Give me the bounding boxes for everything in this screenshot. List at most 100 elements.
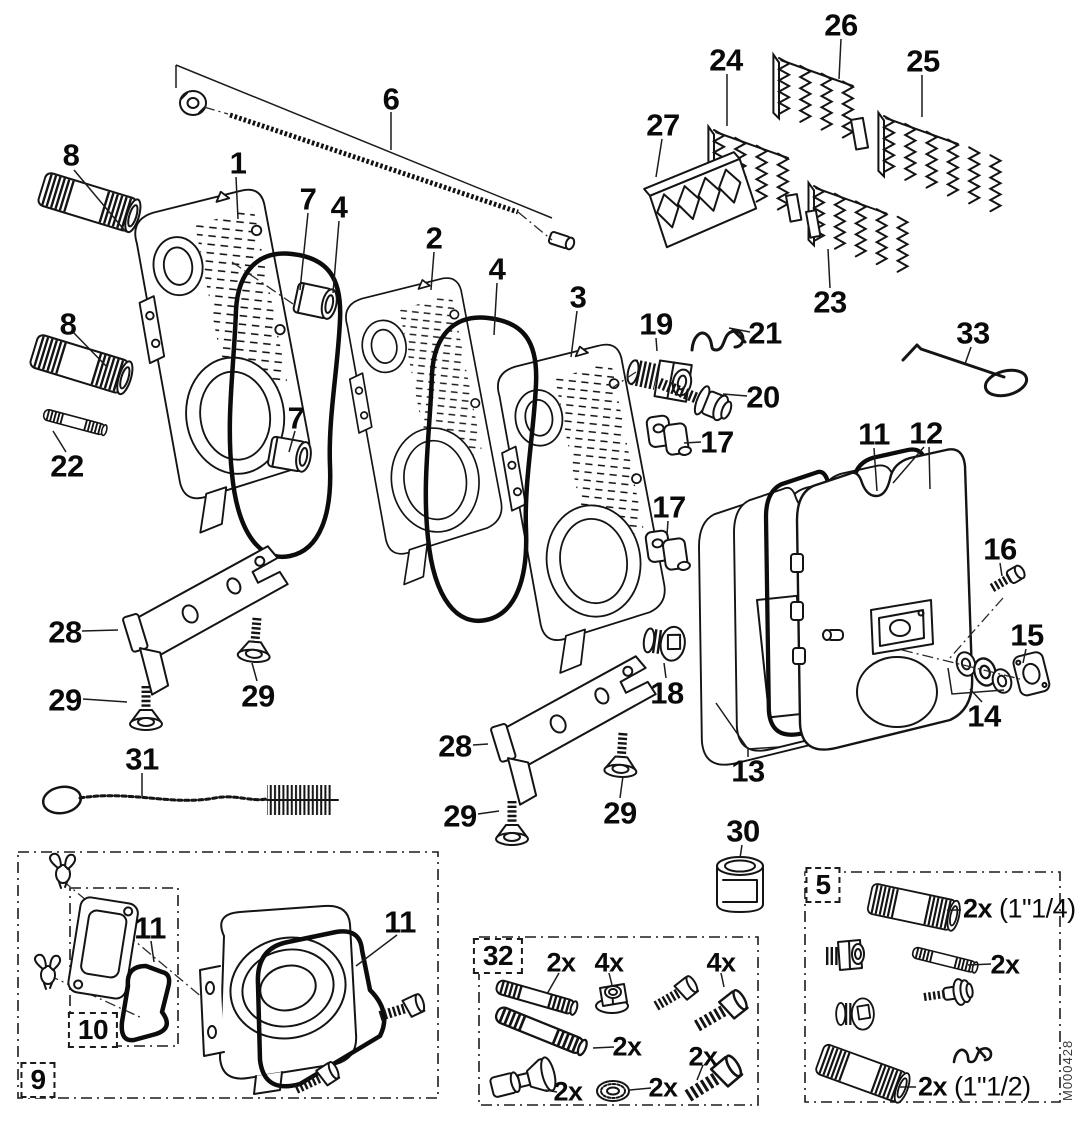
callout-qty-qty-stud-short: 2x <box>546 949 576 977</box>
callout-part-28-right: 28 <box>438 731 472 762</box>
callout-label: 24 <box>709 42 743 78</box>
callout-qty-qty-hex-bolt-4x: 4x <box>706 949 736 977</box>
callout-label: 29 <box>603 795 637 831</box>
callout-part-18: 18 <box>650 675 684 711</box>
callout-label: 12 <box>909 415 943 451</box>
part-24-fin-pack <box>708 127 803 223</box>
part-17-clamp-upper <box>645 411 693 461</box>
part-15-flange-plate <box>1012 651 1051 697</box>
part-12-cover <box>790 448 974 751</box>
callout-qty-qty-hex-bolt-2x: 2x <box>688 1041 718 1072</box>
callout-label: 13 <box>731 753 765 789</box>
callout-part-27: 27 <box>646 107 680 143</box>
part-6-tie-rod <box>175 64 576 251</box>
callout-part-28-left: 28 <box>48 614 82 650</box>
callout-label: 29 <box>241 678 275 714</box>
callout-suffix: (1"1/4) <box>992 893 1076 924</box>
callout-qty-qty-pipe-1-1-2: 2x (1"1/2) <box>918 1071 1031 1102</box>
part-18-plug <box>642 623 687 662</box>
callout-label: 10 <box>77 1014 109 1045</box>
callout-label: 2x <box>688 1041 718 1072</box>
part-25-fin-pack <box>878 113 1000 212</box>
part-22-stud <box>43 409 108 436</box>
callout-label: 30 <box>726 813 760 849</box>
callout-part-31: 31 <box>125 741 159 777</box>
callout-label: 19 <box>639 306 673 342</box>
part-7-bushing-lower <box>266 435 314 474</box>
part-26-fin-pack <box>773 55 870 151</box>
callout-part-17-upper: 17 <box>700 427 734 458</box>
callout-part-6: 6 <box>383 84 400 115</box>
callout-part-22: 22 <box>50 448 84 484</box>
callout-label: 16 <box>983 531 1017 567</box>
callout-kit-kit-5: 5 <box>805 867 841 903</box>
callout-label: 25 <box>906 43 940 79</box>
part-16-screw <box>989 564 1026 592</box>
callout-qty-qty-flange-nut: 4x <box>594 949 624 977</box>
part-2-heat-exchanger-block <box>336 272 512 589</box>
callout-label: 27 <box>646 107 680 143</box>
callout-label: 8 <box>62 137 80 173</box>
callout-part-24: 24 <box>709 42 743 78</box>
watermark: M000428 <box>1060 1039 1075 1101</box>
callout-label: 11 <box>858 416 890 452</box>
callout-part-4-right: 4 <box>489 254 506 285</box>
callout-label: 23 <box>813 284 847 320</box>
callout-part-12: 12 <box>909 415 943 451</box>
part-3-heat-exchanger-block <box>487 338 676 678</box>
part-27-baffle-plate <box>643 151 758 249</box>
part-30-sleeve <box>716 856 764 913</box>
callout-part-30: 30 <box>726 813 760 849</box>
callout-part-29-right-b: 29 <box>603 795 637 831</box>
callout-label: 11 <box>134 910 166 946</box>
callout-label: 33 <box>956 315 990 351</box>
callout-part-4-left: 4 <box>331 192 348 223</box>
callout-label: 18 <box>650 675 684 711</box>
part-19-fitting <box>626 359 693 403</box>
callout-label: 22 <box>50 448 84 484</box>
callout-part-8-lower: 8 <box>60 309 77 340</box>
kit-box-5 <box>804 871 1061 1103</box>
callout-label: 29 <box>48 682 82 718</box>
callout-label: 2x <box>648 1072 678 1103</box>
construction-lines <box>231 261 1021 680</box>
part-33-cleaning-hook <box>901 343 1029 398</box>
part-8-pipe-nipple-lower <box>29 334 136 396</box>
callout-label: 8 <box>59 306 77 342</box>
callout-qty-qty-washer: 2x <box>648 1072 678 1103</box>
callout-label: 7 <box>299 181 317 217</box>
callout-part-26: 26 <box>824 7 858 43</box>
callout-label: 2x <box>963 893 993 924</box>
callout-part-23: 23 <box>813 284 847 320</box>
callout-suffix: (1"1/2) <box>947 1071 1031 1102</box>
callout-part-7-lower: 7 <box>288 403 305 434</box>
callout-label: 21 <box>748 315 782 351</box>
callout-part-29-left-a: 29 <box>48 682 82 718</box>
part-21-wire-clip <box>690 328 747 352</box>
kit-5-contents <box>815 883 993 1104</box>
callout-label: 31 <box>125 741 159 777</box>
part-8-pipe-nipple-upper <box>37 172 144 234</box>
callout-part-13: 13 <box>731 753 765 789</box>
callout-part-15: 15 <box>1010 620 1044 651</box>
callout-part-29-right-a: 29 <box>443 798 477 834</box>
callout-label: 20 <box>746 379 780 415</box>
callout-qty-qty-kit5-stud: 2x <box>990 951 1020 979</box>
callout-label: 6 <box>382 81 400 117</box>
callout-kit-kit-32: 32 <box>472 938 524 974</box>
callout-label: 29 <box>443 798 477 834</box>
callout-part-16: 16 <box>983 531 1017 567</box>
part-31-cleaning-brush <box>41 785 339 815</box>
callout-part-1: 1 <box>230 148 247 179</box>
callout-label: 4 <box>330 189 348 225</box>
callout-qty-qty-pipe-1-1-4: 2x (1"1/4) <box>963 893 1076 924</box>
callout-label: 1 <box>229 145 247 181</box>
kit-32-contents <box>488 975 750 1107</box>
callout-part-17-lower: 17 <box>652 492 686 523</box>
callout-part-14: 14 <box>967 701 1001 732</box>
callout-label: 26 <box>824 7 858 43</box>
callout-label: 4 <box>488 251 506 287</box>
callout-label: 28 <box>48 614 82 650</box>
